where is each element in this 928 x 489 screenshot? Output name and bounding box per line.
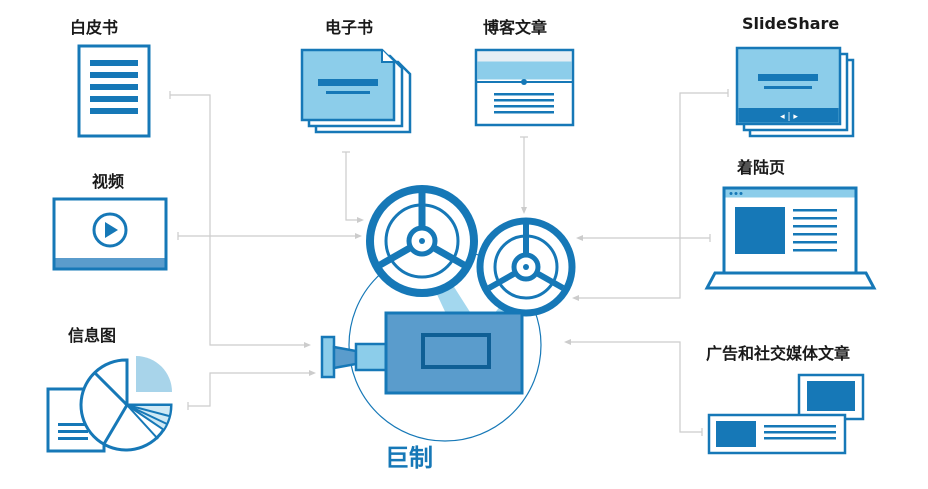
label-video: 视频 <box>92 172 125 191</box>
label-whitepaper: 白皮书 <box>70 18 119 37</box>
social-ad-icon <box>707 373 865 455</box>
label-social: 广告和社交媒体文章 <box>706 344 851 363</box>
label-blog: 博客文章 <box>483 18 548 37</box>
slideshare-icon: ◂ | ▸ <box>735 46 855 138</box>
label-ebook: 电子书 <box>325 18 374 37</box>
infographic-icon <box>46 356 173 453</box>
video-player-icon <box>52 197 168 271</box>
connector-arrowheads <box>304 207 583 376</box>
svg-text:◂ | ▸: ◂ | ▸ <box>780 112 798 122</box>
connectors <box>169 89 729 436</box>
label-infographic: 信息图 <box>68 326 117 345</box>
film-projector-icon <box>320 185 576 442</box>
blog-post-icon <box>474 48 575 127</box>
label-center: 巨制 <box>385 444 433 472</box>
label-landing: 着陆页 <box>737 158 786 177</box>
whitepaper-icon <box>77 44 151 138</box>
ebook-icon <box>300 48 412 134</box>
label-slideshare: SlideShare <box>742 14 840 33</box>
landing-page-laptop-icon <box>704 186 877 290</box>
